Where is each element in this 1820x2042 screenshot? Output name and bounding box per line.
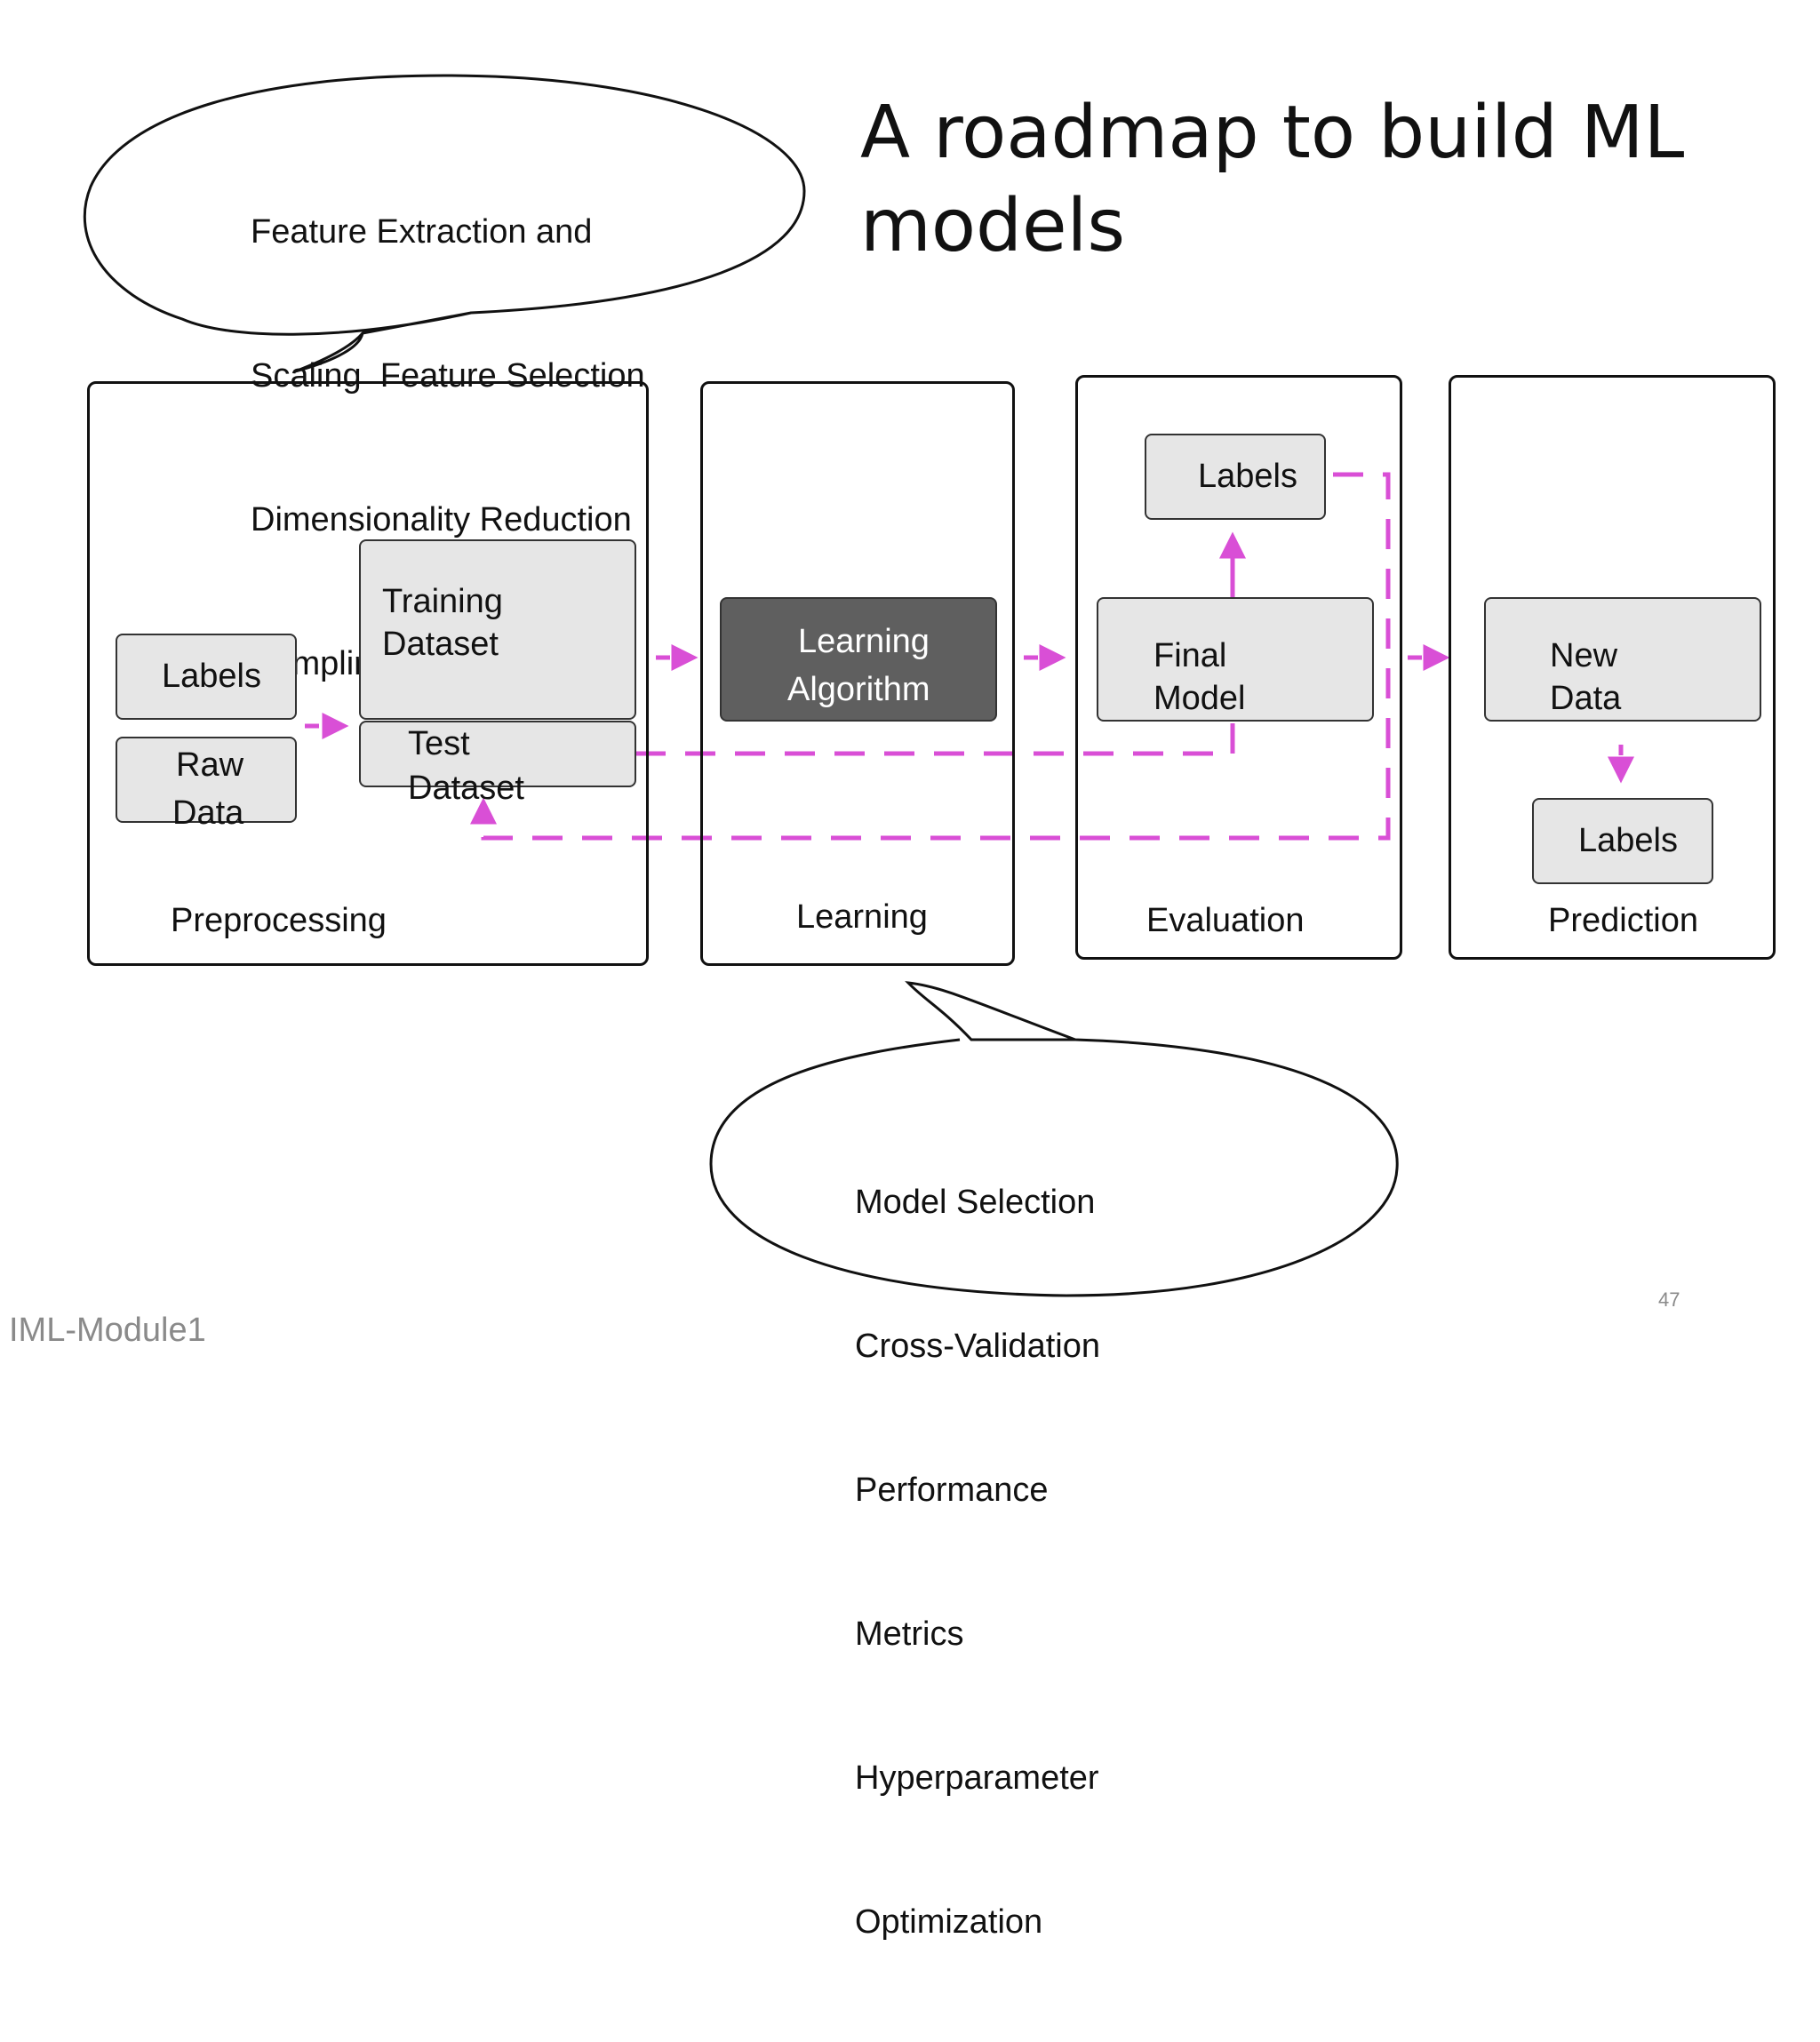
callout-line: Feature Extraction and [251, 213, 593, 251]
stage-label-preprocessing: Preprocessing [171, 902, 387, 939]
raw-data-line1: Raw [176, 746, 244, 784]
evaluation-labels-box: Labels [1145, 434, 1326, 520]
page-number: 47 [1658, 1288, 1680, 1311]
callout-line: Hyperparameter [855, 1759, 1099, 1797]
training-dataset-box: Training Dataset [359, 539, 636, 720]
new-data-line2: Data [1550, 680, 1622, 717]
preprocessing-callout-text: Feature Extraction and Scaling Feature S… [251, 112, 645, 784]
callout-line: Optimization [855, 1903, 1043, 1941]
callout-line: Performance [855, 1472, 1049, 1509]
learning-callout-balloon [709, 981, 1399, 1297]
learning-algorithm-line1: Learning [798, 623, 930, 660]
final-model-line2: Model [1153, 680, 1246, 717]
new-data-line1: New [1550, 637, 1618, 674]
training-dataset-line1: Training [382, 583, 503, 620]
test-dataset-box: Test Dataset [359, 721, 636, 807]
evaluation-labels-text: Labels [1198, 458, 1297, 495]
dashed-labels-back-to-test [470, 472, 1391, 841]
prediction-labels-text: Labels [1578, 822, 1678, 859]
preprocessing-callout-balloon [83, 74, 806, 373]
callout-line: Scaling Feature Selection [251, 357, 645, 395]
callout-line: Metrics [855, 1615, 964, 1653]
training-dataset-line2: Dataset [382, 626, 499, 663]
learning-callout-text: Model Selection Cross-Validation Perform… [855, 1082, 1100, 2042]
test-dataset-line1: Test [408, 725, 470, 762]
ml-roadmap-diagram: A roadmap to build ML models Feature Ext… [9, 74, 1776, 1941]
final-model-line1: Final [1153, 637, 1227, 674]
stage-prediction [1449, 375, 1776, 960]
stage-label-evaluation: Evaluation [1146, 902, 1305, 939]
stage-label-prediction: Prediction [1548, 902, 1698, 939]
final-model-box: Final Model [1097, 597, 1374, 722]
callout-line: Cross-Validation [855, 1328, 1100, 1365]
stage-evaluation [1075, 375, 1402, 960]
connectors-layer [83, 74, 1634, 1297]
page-title: A roadmap to build ML models [860, 91, 1685, 268]
preprocessing-labels-text: Labels [162, 658, 261, 695]
raw-data-line2: Data [172, 794, 244, 832]
footer-module: IML-Module1 [9, 1312, 206, 1349]
raw-data-box: Raw Data [116, 737, 297, 832]
stage-label-learning: Learning [796, 898, 928, 936]
stage-learning [700, 381, 1015, 966]
stage-preprocessing [87, 381, 649, 966]
new-data-box: New Data [1484, 597, 1761, 722]
callout-line: Dimensionality Reduction [251, 501, 632, 538]
prediction-labels-box: Labels [1532, 798, 1713, 884]
dashed-test-to-finalmodel [635, 722, 1235, 756]
learning-algorithm-box: Learning Algorithm [720, 597, 997, 722]
test-dataset-line2: Dataset [408, 770, 524, 807]
preprocessing-labels-box: Labels [116, 634, 297, 720]
learning-algorithm-line2: Algorithm [787, 671, 930, 708]
callout-line: Model Selection [855, 1184, 1096, 1221]
